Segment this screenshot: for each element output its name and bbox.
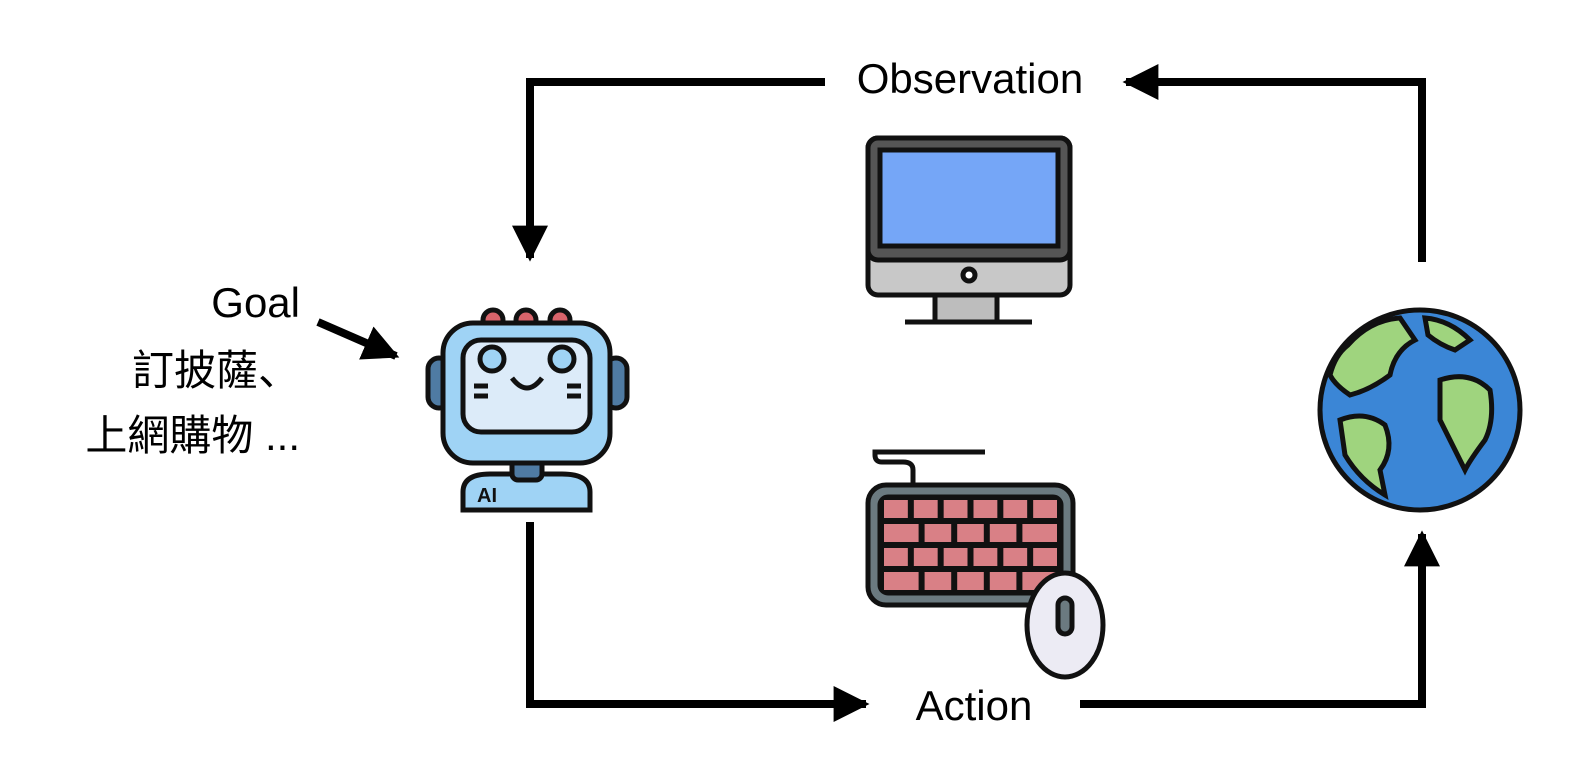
- keyboard-key: [884, 572, 919, 590]
- keyboard-key: [989, 524, 1017, 542]
- keyboard-key: [957, 572, 984, 590]
- keyboard-key: [884, 500, 908, 518]
- keyboard-key: [913, 500, 938, 518]
- action-arrow: [526, 522, 1440, 722]
- keyboard-key: [1022, 524, 1057, 542]
- observation-arrow: [512, 64, 1426, 262]
- keyboard-key: [943, 548, 968, 566]
- keyboard-key: [989, 572, 1017, 590]
- keyboard-key: [973, 548, 998, 566]
- robot-ai-text: AI: [477, 485, 497, 507]
- goal-examples-line2: 上網購物 ...: [85, 412, 300, 459]
- ai-robot-icon: AI: [425, 307, 630, 513]
- keyboard-key: [884, 548, 908, 566]
- goal-examples-line1: 訂披薩、: [132, 347, 300, 394]
- keyboard-key: [1003, 548, 1028, 566]
- action-label: Action: [916, 682, 1033, 729]
- earth-globe-icon: [1317, 307, 1523, 513]
- goal-arrow: [316, 318, 400, 360]
- observation-label: Observation: [857, 55, 1083, 102]
- keyboard-key: [1033, 548, 1057, 566]
- keyboard-mouse-icon: [865, 449, 1106, 680]
- keyboard-key: [924, 572, 952, 590]
- keyboard-key: [884, 524, 919, 542]
- keyboard-key: [924, 524, 952, 542]
- desktop-monitor-icon: [865, 135, 1073, 325]
- keyboard-key: [957, 524, 984, 542]
- keyboard-key: [1033, 500, 1057, 518]
- keyboard-key: [973, 500, 998, 518]
- goal-label: Goal: [211, 279, 300, 326]
- keyboard-key: [913, 548, 938, 566]
- keyboard-key: [1003, 500, 1028, 518]
- keyboard-key: [943, 500, 968, 518]
